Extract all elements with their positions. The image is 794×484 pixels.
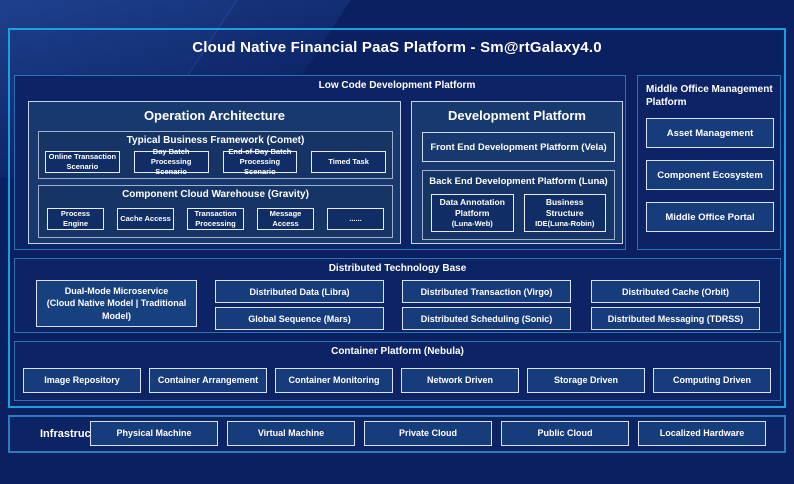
computing-driven-box: Computing Driven — [653, 368, 771, 393]
low-code-platform-box: Operation Architecture Typical Business … — [14, 75, 626, 250]
component-box: Process Engine — [47, 208, 104, 230]
distributed-technology-base-box: Distributed Technology Base Dual-Mode Mi… — [14, 258, 781, 333]
virtual-machine-box: Virtual Machine — [227, 421, 355, 446]
business-structure-ide-name: Business Structure — [545, 197, 584, 219]
distributed-cache-box: Distributed Cache (Orbit) — [591, 280, 760, 303]
typical-business-framework-items: Online Transaction Scenario Day Batch Pr… — [45, 147, 386, 176]
back-end-platform-title: Back End Development Platform (Luna) — [429, 176, 608, 187]
component-ecosystem-box: Component Ecosystem — [646, 160, 774, 190]
distributed-technology-base-label: Distributed Technology Base — [328, 263, 467, 274]
main-diagram-frame: Cloud Native Financial PaaS Platform - S… — [8, 28, 786, 408]
scenario-box: Timed Task — [311, 151, 386, 173]
component-box-ellipsis: ...... — [327, 208, 384, 230]
scenario-box: Day Batch Processing Scenario — [133, 147, 209, 176]
business-structure-ide-box: Business Structure IDE(Luna-Robin) — [523, 194, 606, 232]
image-repository-box: Image Repository — [23, 368, 141, 393]
data-annotation-platform-code: (Luna-Web) — [451, 219, 493, 229]
scenario-box: End-of-Day Batch Processing Scenario — [222, 147, 298, 176]
development-platform-panel: Development Platform Front End Developme… — [411, 101, 623, 244]
dual-mode-microservice-box: Dual-Mode Microservice (Cloud Native Mod… — [36, 280, 197, 327]
component-cloud-warehouse-title: Component Cloud Warehouse (Gravity) — [122, 189, 309, 200]
component-box: Transaction Processing — [187, 208, 244, 230]
back-end-platform-box: Back End Development Platform (Luna) Dat… — [422, 170, 615, 240]
container-monitoring-box: Container Monitoring — [275, 368, 393, 393]
component-cloud-warehouse-box: Component Cloud Warehouse (Gravity) Proc… — [38, 185, 393, 238]
data-annotation-platform-name: Data Annotation Platform — [439, 197, 505, 219]
container-arrangement-box: Container Arrangement — [149, 368, 267, 393]
network-driven-box: Network Driven — [401, 368, 519, 393]
typical-business-framework-title: Typical Business Framework (Comet) — [126, 135, 305, 146]
container-platform-label: Container Platform (Nebula) — [331, 346, 464, 357]
data-annotation-platform-box: Data Annotation Platform (Luna-Web) — [431, 194, 514, 232]
container-platform-box: Container Platform (Nebula) Image Reposi… — [14, 341, 781, 401]
asset-management-box: Asset Management — [646, 118, 774, 148]
distributed-data-box: Distributed Data (Libra) — [215, 280, 384, 303]
component-box: Message Access — [257, 208, 314, 230]
front-end-platform-box: Front End Development Platform (Vela) — [422, 132, 615, 162]
public-cloud-box: Public Cloud — [501, 421, 629, 446]
scenario-box: Online Transaction Scenario — [45, 151, 120, 173]
container-platform-items: Image Repository Container Arrangement C… — [23, 368, 771, 393]
dual-mode-microservice-name: Dual-Mode Microservice — [64, 286, 169, 297]
component-cloud-warehouse-items: Process Engine Cache Access Transaction … — [47, 208, 384, 230]
back-end-platform-items: Data Annotation Platform (Luna-Web) Busi… — [431, 194, 606, 232]
operation-architecture-panel: Operation Architecture Typical Business … — [28, 101, 401, 244]
operation-architecture-title: Operation Architecture — [143, 108, 286, 123]
business-structure-ide-code: IDE(Luna-Robin) — [535, 219, 595, 229]
component-box: Cache Access — [117, 208, 174, 230]
global-sequence-box: Global Sequence (Mars) — [215, 307, 384, 330]
dual-mode-microservice-models: (Cloud Native Model | Traditional Model) — [46, 298, 187, 321]
private-cloud-box: Private Cloud — [364, 421, 492, 446]
middle-office-portal-box: Middle Office Portal — [646, 202, 774, 232]
page-title: Cloud Native Financial PaaS Platform - S… — [192, 39, 602, 56]
localized-hardware-box: Localized Hardware — [638, 421, 766, 446]
infrastructure-items: Physical Machine Virtual Machine Private… — [90, 421, 766, 446]
distributed-scheduling-box: Distributed Scheduling (Sonic) — [402, 307, 571, 330]
middle-office-platform-label: Middle Office Management Platform — [646, 84, 773, 108]
distributed-messaging-box: Distributed Messaging (TDRSS) — [591, 307, 760, 330]
physical-machine-box: Physical Machine — [90, 421, 218, 446]
middle-office-platform-box: Middle Office Management Platform Asset … — [637, 75, 781, 250]
development-platform-title: Development Platform — [448, 108, 586, 123]
typical-business-framework-box: Typical Business Framework (Comet) Onlin… — [38, 131, 393, 179]
distributed-transaction-box: Distributed Transaction (Virgo) — [402, 280, 571, 303]
storage-driven-box: Storage Driven — [527, 368, 645, 393]
infrastructure-bar: Infrastructure Physical Machine Virtual … — [8, 415, 786, 453]
